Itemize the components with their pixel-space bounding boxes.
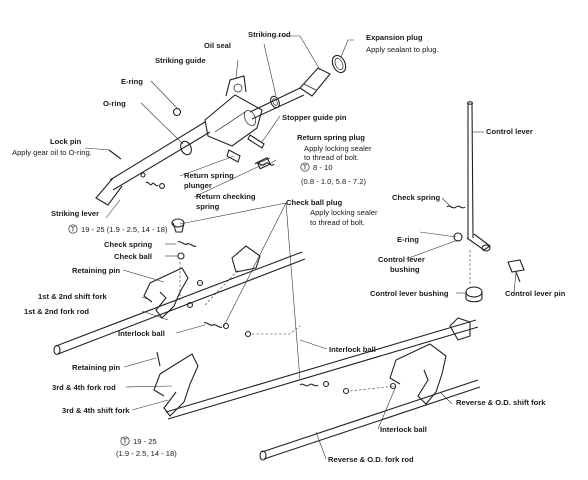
label-return-spring-plunger-2: plunger [184, 181, 212, 190]
striking-guide-part [204, 75, 263, 147]
label-control-lever-bushing-b: Control lever bushing [370, 289, 449, 298]
label-e-ring-right: E-ring [397, 235, 419, 244]
fork-rod-12-part [53, 245, 306, 356]
label-o-ring: O-ring [103, 99, 126, 108]
label-retaining-pin-2: Retaining pin [72, 363, 120, 372]
label-retaining-pin-1: Retaining pin [72, 266, 120, 275]
label-control-lever-bushing-1: Control lever [378, 255, 425, 264]
svg-text:T: T [303, 163, 308, 172]
label-check-spring-right: Check spring [392, 193, 440, 202]
label-interlock-ball-2: Interlock ball [329, 345, 376, 354]
torque-symbol-bottom: T [120, 436, 130, 446]
stopper-guide-pin-part [247, 134, 265, 149]
label-fork-rod-34: 3rd & 4th fork rod [52, 383, 116, 392]
label-thread-of-bolt-1: to thread of bolt. [304, 153, 359, 162]
torque-symbol-cbp: T [68, 224, 78, 234]
control-lever-bushing-part [465, 286, 483, 298]
label-shift-fork-rod: Reverse & O.D. shift fork [456, 398, 546, 407]
lock-pin-part [108, 149, 122, 160]
control-lever-pin-part [507, 259, 525, 283]
check-ball-assembly [171, 218, 197, 260]
label-return-checking-spring-2: spring [196, 202, 220, 211]
label-return-checking-spring-1: Return checking [196, 192, 256, 201]
label-expansion-plug: Expansion plug [366, 33, 423, 42]
expansion-plug-part [331, 54, 347, 74]
label-locking-sealer-1: Apply locking sealer [304, 144, 372, 153]
label-shift-fork-12: 1st & 2nd shift fork [38, 292, 108, 301]
label-striking-rod: Striking rod [248, 30, 291, 39]
return-spring-plug-part [256, 157, 271, 170]
label-check-ball: Check ball [114, 252, 152, 261]
oil-seal-part [270, 95, 280, 109]
label-torque-cbp: 19 - 25 (1.9 - 2.5, 14 - 18) [81, 225, 168, 234]
label-fork-rod-12: 1st & 2nd fork rod [24, 307, 89, 316]
label-control-lever-bushing-2: bushing [390, 265, 420, 274]
fork-rod-rod-part [259, 379, 481, 461]
label-control-lever: Control lever [486, 127, 533, 136]
check-ball-plug-part [171, 218, 185, 233]
fork-rod-34-part [165, 317, 479, 420]
check-spring-right-part [446, 205, 466, 209]
label-return-spring-plunger-1: Return spring [184, 171, 234, 180]
label-torque-rsp: 8 - 10 [313, 163, 332, 172]
return-spring-plunger-part [226, 149, 241, 163]
label-e-ring-top: E-ring [121, 77, 143, 86]
e-ring-part [172, 107, 182, 117]
label-thread-of-bolt-2: to thread of bolt. [310, 218, 365, 227]
label-return-spring-plug: Return spring plug [297, 133, 365, 142]
label-interlock-ball-1: Interlock ball [118, 329, 165, 338]
leader-lines [84, 35, 517, 460]
label-torque-bottom-alt: (1.9 - 2.5, 14 - 18) [116, 449, 177, 458]
label-torque-bottom: 19 - 25 [133, 437, 157, 446]
label-stopper-guide-pin: Stopper guide pin [282, 113, 347, 122]
interlock-ball-3-part [389, 382, 397, 390]
shift-fork-34-part [153, 353, 199, 417]
label-striking-guide: Striking guide [155, 56, 206, 65]
shift-fork-12-part [143, 267, 189, 319]
label-striking-lever: Striking lever [51, 209, 99, 218]
label-apply-sealant: Apply sealant to plug. [366, 45, 439, 54]
shift-fork-rod-part [389, 343, 447, 405]
label-interlock-ball-3: Interlock ball [380, 425, 427, 434]
control-lever-assembly [446, 101, 525, 303]
check-ball-part [177, 252, 185, 260]
label-locking-sealer-2: Apply locking sealer [310, 208, 378, 217]
label-oil-seal: Oil seal [204, 41, 231, 50]
retaining-pin-2-part [156, 351, 161, 367]
striking-rod-assembly [95, 54, 347, 206]
interlock-ball-1-part [222, 322, 230, 330]
label-control-lever-pin: Control lever pin [505, 289, 566, 298]
svg-text:T: T [71, 225, 76, 234]
torque-symbol-rsp: T [300, 162, 310, 172]
label-fork-rod-rod: Reverse & O.D. fork rod [328, 455, 414, 464]
label-check-spring-left: Check spring [104, 240, 152, 249]
label-gear-oil: Apply gear oil to O-ring. [12, 148, 92, 157]
label-lock-pin: Lock pin [50, 137, 82, 146]
o-ring-part [180, 140, 192, 156]
label-shift-fork-34: 3rd & 4th shift fork [62, 406, 130, 415]
svg-text:T: T [123, 437, 128, 446]
striking-shaft-part [95, 121, 211, 206]
check-spring-left-part [177, 241, 197, 247]
label-check-ball-plug: Check ball plug [286, 198, 342, 207]
label-torque-rsp-alt: (0.8 - 1.0, 5.8 - 7.2) [301, 177, 366, 186]
